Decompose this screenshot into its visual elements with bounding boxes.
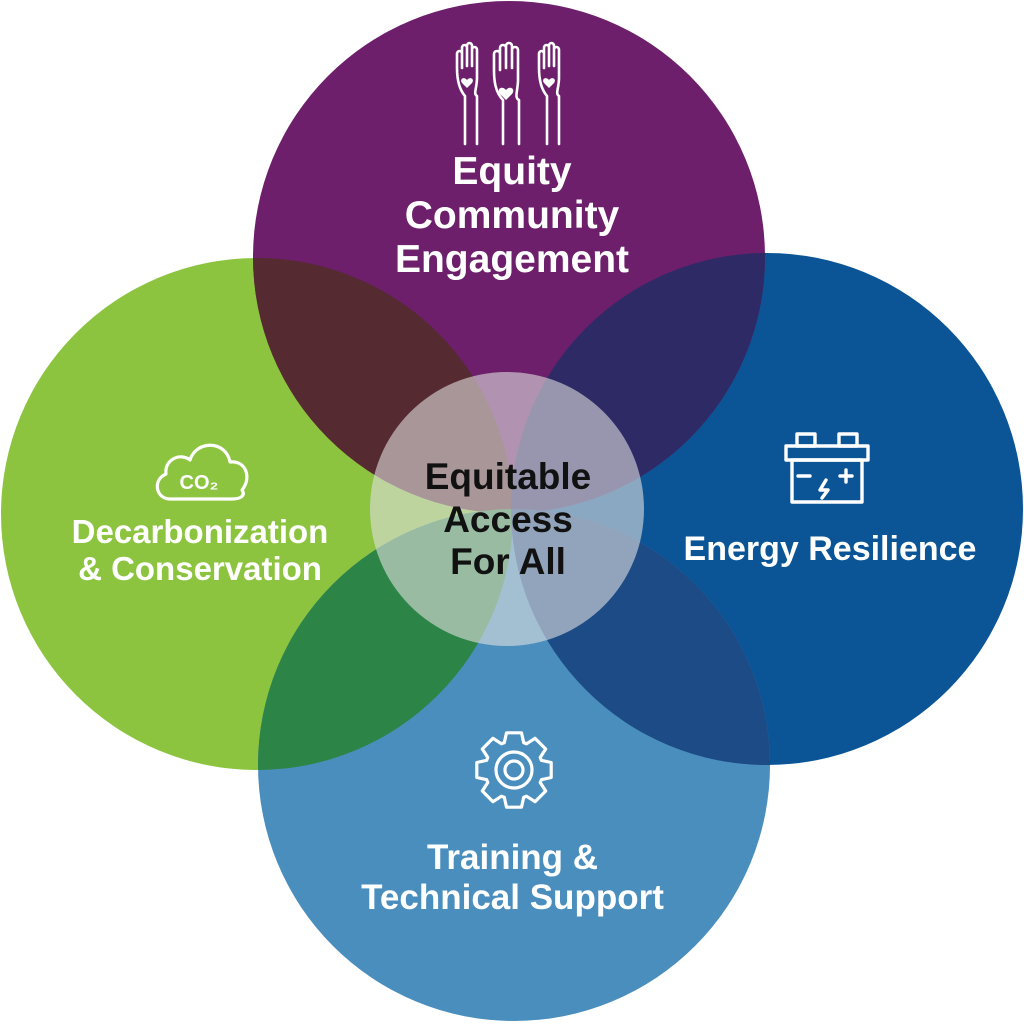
engagement-line: Engagement	[394, 238, 630, 282]
co2-cloud-icon: CO₂	[155, 443, 249, 501]
overlap-top-right	[511, 253, 765, 513]
energy-resilience-line: Energy Resilience	[683, 530, 977, 568]
overlap-bottom-left	[258, 509, 513, 770]
raised-hands-heart-icon	[455, 41, 561, 146]
training-line: Training &	[426, 838, 599, 877]
gear-icon	[475, 731, 553, 809]
training-support-label: Training & Technical Support	[300, 838, 725, 917]
equitable-line: Equitable	[424, 456, 592, 497]
equitable-access-label: Equitable Access For All	[382, 456, 634, 584]
energy-resilience-label: Energy Resilience	[650, 530, 1010, 568]
center-circle	[370, 372, 644, 646]
decarbonization-label: Decarbonization & Conservation	[20, 513, 380, 588]
technical-support-line: Technical Support	[361, 877, 664, 917]
conservation-line: & Conservation	[78, 550, 322, 588]
equity-community-engagement-label: Equity Community Engagement	[312, 150, 712, 282]
access-line: Access	[443, 498, 573, 540]
gear-outline	[475, 731, 553, 809]
battery-icon	[784, 432, 870, 504]
for-all-line: For All	[450, 541, 566, 583]
community-line: Community	[404, 194, 620, 238]
overlap-bottom-right	[511, 509, 770, 765]
co2-icon-text: CO₂	[180, 472, 219, 494]
decarbonization-line: Decarbonization	[71, 513, 329, 550]
equity-line: Equity	[452, 150, 572, 193]
overlap-top-left	[253, 258, 513, 513]
